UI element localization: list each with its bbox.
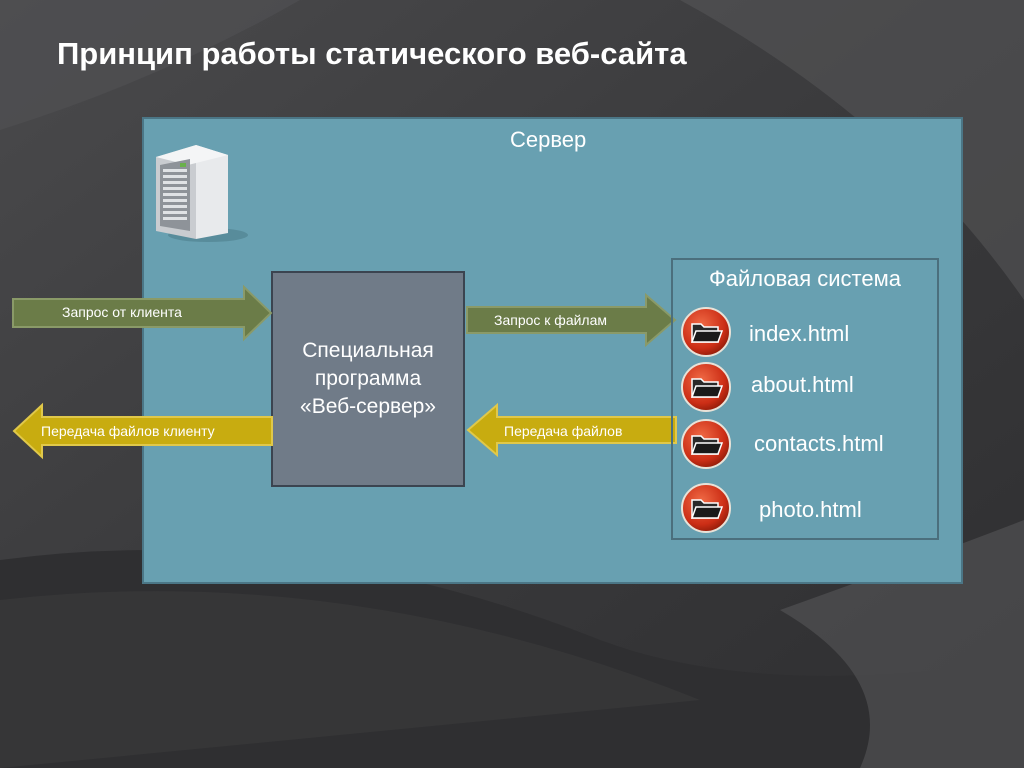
file-name: about.html [751, 372, 854, 397]
webserver-box [271, 271, 465, 487]
server-tower-icon [156, 145, 248, 242]
client-transfer-arrow [12, 402, 273, 460]
client-request-arrow [12, 284, 273, 342]
client-transfer-label: Передача файлов клиенту [41, 423, 215, 439]
file-transfer-label: Передача файлов [504, 423, 623, 439]
slide-title: Принцип работы статического веб-сайта [57, 36, 687, 71]
folder-icon [681, 419, 731, 469]
folder-icon [681, 483, 731, 533]
file-request-arrow [466, 292, 677, 348]
folder-icon [681, 362, 731, 412]
server-label: Сервер [510, 127, 587, 152]
file-name: index.html [749, 321, 850, 346]
client-request-label: Запрос от клиента [62, 304, 182, 320]
file-name: photo.html [759, 497, 862, 522]
webserver-line-3: «Веб-сервер» [300, 395, 436, 418]
webserver-line-2: программа [314, 367, 422, 390]
file-transfer-arrow [466, 402, 677, 458]
webserver-label: Специальная программа «Веб-сервер» [271, 337, 465, 421]
folder-icon [681, 307, 731, 357]
filesystem-title: Файловая система [709, 266, 901, 291]
file-request-label: Запрос к файлам [494, 312, 608, 328]
filesystem-box [671, 258, 939, 540]
webserver-line-1: Специальная [302, 339, 434, 362]
file-name: contacts.html [754, 431, 884, 456]
